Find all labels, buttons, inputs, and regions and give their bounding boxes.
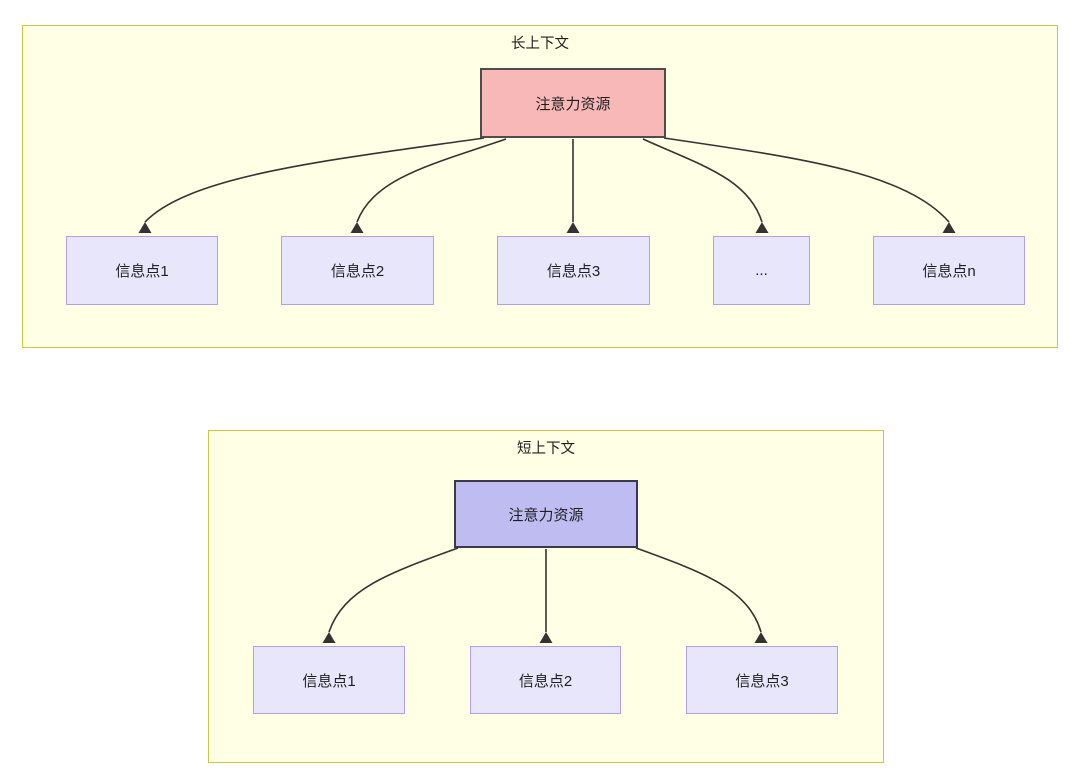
node-short-info-point-3[interactable]: 信息点3 — [686, 646, 838, 714]
node-short-info-point-2[interactable]: 信息点2 — [470, 646, 621, 714]
node-label: 信息点2 — [330, 263, 385, 280]
node-long-info-point-n[interactable]: 信息点n — [873, 236, 1025, 305]
node-short-info-point-1[interactable]: 信息点1 — [253, 646, 405, 714]
node-label: 注意力资源 — [508, 506, 584, 524]
node-long-attention-resource[interactable]: 注意力资源 — [480, 68, 666, 138]
node-label: 信息点n — [922, 263, 976, 280]
node-label: 信息点2 — [518, 672, 573, 690]
node-label: 信息点3 — [735, 672, 789, 690]
node-label: 信息点1 — [302, 672, 356, 690]
node-label: ... — [755, 262, 768, 279]
node-long-info-point-1[interactable]: 信息点1 — [66, 236, 218, 305]
node-long-info-point-ellipsis[interactable]: ... — [713, 236, 810, 305]
node-short-attention-resource[interactable]: 注意力资源 — [454, 480, 638, 548]
node-long-info-point-2[interactable]: 信息点2 — [281, 236, 434, 305]
node-long-info-point-3[interactable]: 信息点3 — [497, 236, 650, 305]
node-label: 注意力资源 — [535, 95, 611, 113]
node-label: 信息点3 — [546, 263, 601, 280]
node-label: 信息点1 — [115, 263, 169, 280]
group-long-context-title: 长上下文 — [511, 36, 569, 52]
group-short-context-title: 短上下文 — [517, 441, 575, 457]
